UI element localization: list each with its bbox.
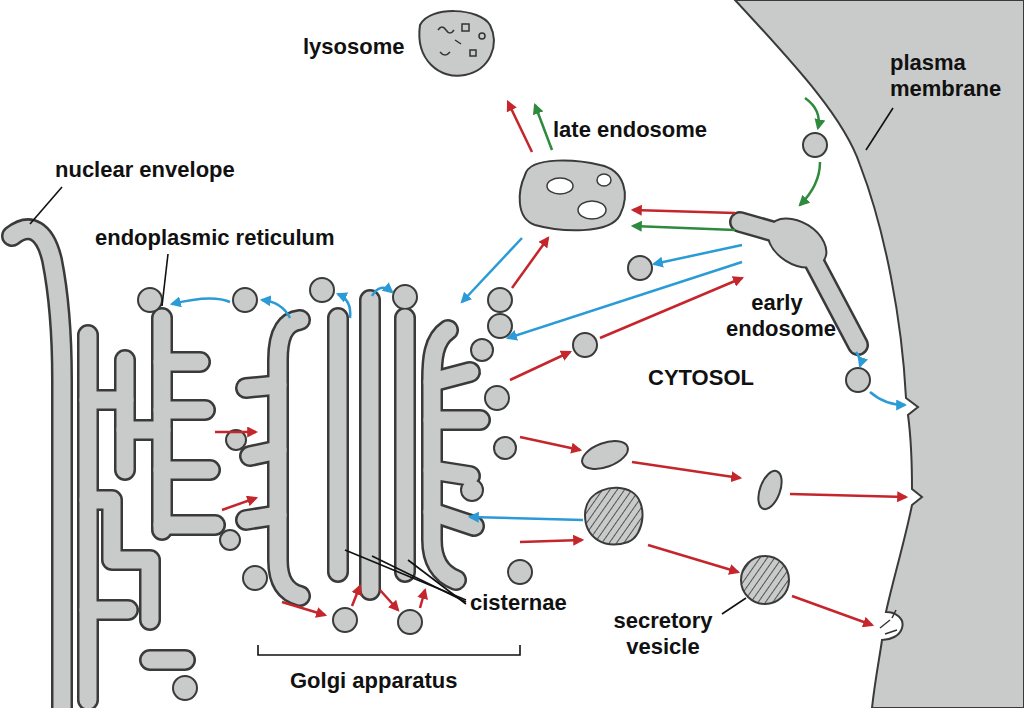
part-label: lysosome bbox=[303, 34, 405, 60]
part-label: secretory vesicle bbox=[598, 608, 728, 660]
part-label: cisternae bbox=[470, 590, 567, 616]
part-label: nuclear envelope bbox=[55, 157, 235, 183]
part-label: plasma membrane bbox=[890, 50, 1018, 102]
part-label: late endosome bbox=[553, 117, 707, 143]
part-label: CYTOSOL bbox=[648, 365, 754, 391]
part-label: early endosome bbox=[726, 290, 828, 342]
part-label: Golgi apparatus bbox=[290, 668, 457, 694]
part-label: endoplasmic reticulum bbox=[95, 225, 335, 251]
